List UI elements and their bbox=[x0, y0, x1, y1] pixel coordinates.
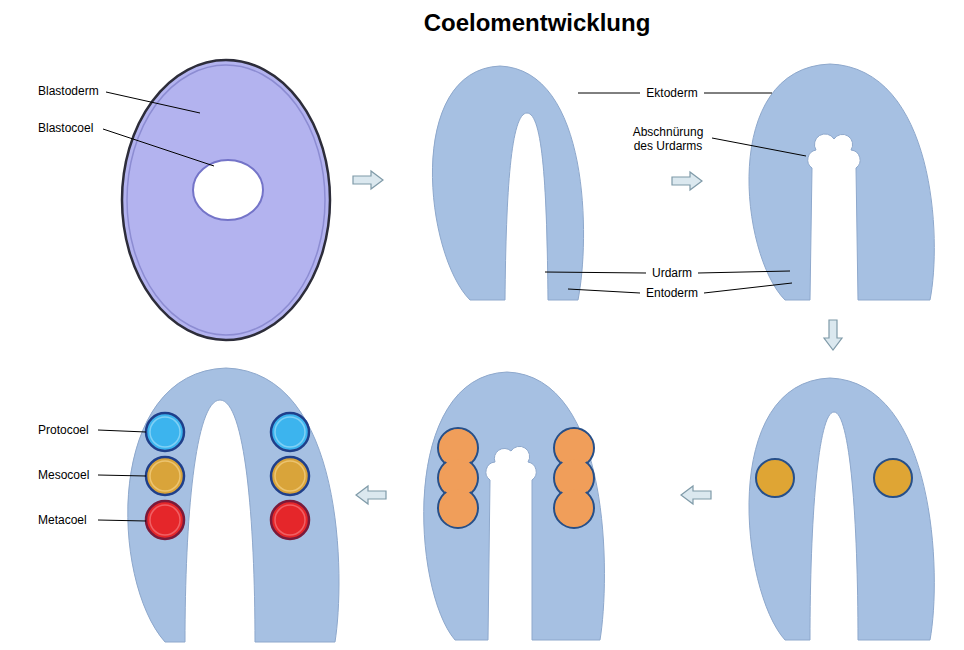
leader-line bbox=[704, 93, 772, 94]
coelom-segmentation-stage bbox=[424, 372, 605, 640]
leader-line bbox=[103, 129, 214, 166]
trimeric-coelom-stage bbox=[275, 417, 305, 447]
leader-line bbox=[98, 520, 146, 521]
trimeric-coelom-stage bbox=[271, 501, 309, 539]
leader-line bbox=[98, 430, 146, 432]
trimeric-coelom-stage bbox=[128, 368, 339, 642]
trimeric-coelom-stage bbox=[146, 501, 184, 539]
blastula bbox=[127, 65, 325, 335]
coelom-segmentation-stage bbox=[438, 488, 478, 528]
trimeric-coelom-stage bbox=[146, 413, 184, 451]
part-label: Entoderm bbox=[646, 286, 698, 300]
part-label: Ektoderm bbox=[646, 86, 697, 100]
leader-line bbox=[568, 289, 640, 293]
coelom-segmentation-stage bbox=[440, 490, 477, 527]
part-label: Protocoel bbox=[38, 423, 89, 437]
leader-line bbox=[98, 92, 806, 521]
blastula bbox=[193, 160, 263, 220]
coelom-pouch-stage bbox=[749, 378, 934, 640]
trimeric-coelom-stage bbox=[275, 505, 305, 535]
part-label: Mesocoel bbox=[38, 468, 89, 482]
diagram-title: Coelomentwicklung bbox=[424, 9, 651, 37]
coelom-pouch-stage bbox=[749, 378, 934, 640]
stage-arrow bbox=[672, 172, 702, 190]
gastrula-constriction bbox=[749, 64, 934, 300]
trimeric-coelom-stage bbox=[275, 461, 305, 491]
stage-arrow bbox=[824, 320, 842, 350]
part-label: Blastoderm bbox=[38, 84, 99, 98]
gastrula-constriction bbox=[749, 64, 934, 300]
coelom-segmentation-stage bbox=[556, 490, 593, 527]
part-label: Metacoel bbox=[38, 513, 87, 527]
leader-line bbox=[98, 475, 146, 476]
trimeric-coelom-stage bbox=[146, 457, 184, 495]
part-label: Abschnürung des Urdarms bbox=[628, 125, 708, 153]
trimeric-coelom-stage bbox=[271, 413, 309, 451]
coelom-segmentation-stage bbox=[424, 372, 605, 640]
coelom-segmentation-stage bbox=[554, 488, 594, 528]
coelom-pouch-stage bbox=[874, 459, 912, 497]
trimeric-coelom-stage bbox=[128, 368, 339, 642]
stage-arrow bbox=[353, 171, 842, 504]
leader-line bbox=[106, 92, 200, 113]
trimeric-coelom-stage bbox=[271, 457, 309, 495]
leader-line bbox=[578, 93, 640, 94]
trimeric-coelom-stage bbox=[150, 505, 180, 535]
stage-arrow bbox=[681, 486, 711, 504]
gastrula bbox=[432, 66, 583, 300]
gastrula bbox=[432, 66, 583, 300]
blastula bbox=[122, 60, 330, 340]
trimeric-coelom-stage bbox=[150, 417, 180, 447]
stage-arrow bbox=[353, 171, 383, 189]
stage-arrow bbox=[356, 486, 386, 504]
leader-line bbox=[712, 138, 806, 156]
leader-line bbox=[704, 283, 792, 293]
part-label: Urdarm bbox=[652, 266, 692, 280]
trimeric-coelom-stage bbox=[150, 461, 180, 491]
part-label: Blastocoel bbox=[38, 121, 93, 135]
coelom-pouch-stage bbox=[756, 459, 794, 497]
leader-line bbox=[698, 271, 790, 273]
leader-line bbox=[545, 272, 646, 273]
blastula bbox=[122, 60, 330, 340]
